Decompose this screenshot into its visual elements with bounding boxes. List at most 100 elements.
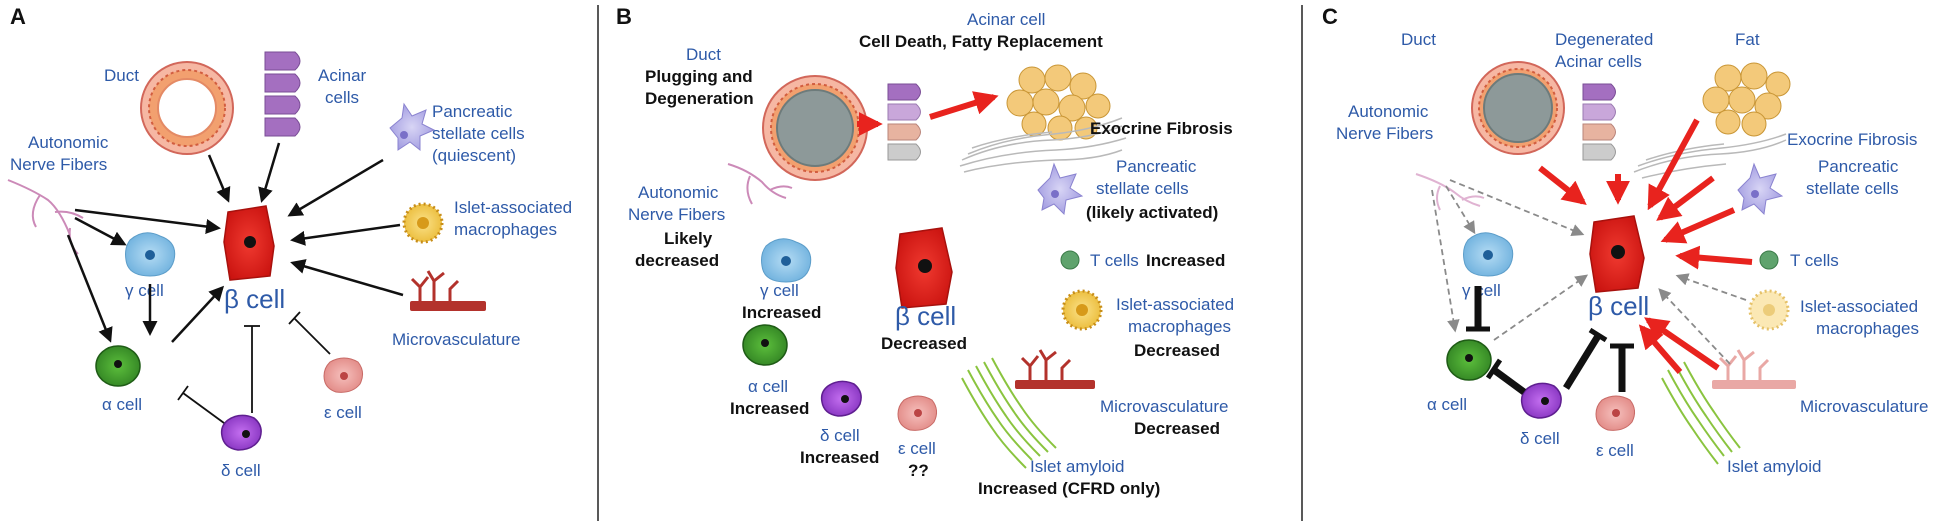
plugged-duct-icon	[762, 75, 868, 181]
duct-label-b: Duct	[686, 45, 721, 64]
microvasculature-status-b: Decreased	[1134, 419, 1220, 438]
macrophage-label-c-1: Islet-associated	[1800, 297, 1918, 316]
duct-icon	[140, 61, 234, 155]
fat-cluster-icon	[1006, 64, 1111, 141]
microvasculature-icon	[410, 270, 486, 311]
tcells-label-b: T cells	[1090, 251, 1139, 270]
amyloid-icon-c	[1661, 361, 1741, 465]
macrophage-label-b-1: Islet-associated	[1116, 295, 1234, 314]
macrophage-icon-c	[1748, 289, 1790, 331]
alpha-status-b: Increased	[730, 399, 809, 418]
epsilon-cell-label: ε cell	[324, 403, 362, 422]
duct-label: Duct	[104, 66, 139, 85]
stellate-cell-icon	[389, 102, 436, 152]
acinar-label-1: Acinar	[318, 66, 367, 85]
alpha-cell-label-b: α cell	[748, 377, 788, 396]
microvasculature-icon-c	[1712, 349, 1796, 389]
stellate-label-2: stellate cells	[432, 124, 525, 143]
macrophage-status-b: Decreased	[1134, 341, 1220, 360]
acinar-label-2: cells	[325, 88, 359, 107]
acinar-label-c-2: Acinar cells	[1555, 52, 1642, 71]
nerve-label-c-1: Autonomic	[1348, 102, 1429, 121]
macrophage-icon-b	[1061, 289, 1103, 331]
acinar-cells-icon	[264, 51, 301, 137]
microvasculature-label-c: Microvasculature	[1800, 397, 1929, 416]
fibrosis-label-c: Exocrine Fibrosis	[1787, 130, 1917, 149]
tcells-label-c: T cells	[1790, 251, 1839, 270]
panel-a-inhibition	[177, 311, 331, 424]
panel-b: B Duct Plugging and Degeneration	[616, 4, 1234, 498]
beta-cell-label-c: β cell	[1588, 291, 1649, 321]
amyloid-label-b: Islet amyloid	[1030, 457, 1124, 476]
nerve-fiber-icon-c	[1415, 173, 1485, 211]
acinar-label-b: Acinar cell	[967, 10, 1045, 29]
epsilon-cell-icon-b	[897, 395, 938, 431]
nerve-label-1: Autonomic	[28, 133, 109, 152]
acinar-label-c-1: Degenerated	[1555, 30, 1653, 49]
stellate-label-b-1: Pancreatic	[1116, 157, 1197, 176]
delta-cell-label-c: δ cell	[1520, 429, 1560, 448]
alpha-cell-label: α cell	[102, 395, 142, 414]
nerve-status-b-1: Likely	[664, 229, 713, 248]
delta-status-b: Increased	[800, 448, 879, 467]
fat-label-c: Fat	[1735, 30, 1760, 49]
epsilon-status-b: ??	[908, 461, 929, 480]
stellate-label-b-2: stellate cells	[1096, 179, 1189, 198]
alpha-cell-icon-b	[742, 324, 788, 366]
nerve-status-b-2: decreased	[635, 251, 719, 270]
nerve-fiber-icon-b	[727, 163, 793, 205]
beta-cell-label-b: β cell	[895, 301, 956, 331]
panel-c-red-arrows	[1538, 118, 1753, 374]
epsilon-cell-icon-c	[1595, 395, 1636, 431]
stellate-label-c-2: stellate cells	[1806, 179, 1899, 198]
fat-cluster-icon-c	[1702, 62, 1791, 137]
macrophage-label-b-2: macrophages	[1128, 317, 1231, 336]
duct-status-1: Plugging and	[645, 67, 753, 86]
epsilon-cell-icon	[323, 357, 364, 393]
gamma-cell-label: γ cell	[125, 281, 164, 300]
macrophage-label-1: Islet-associated	[454, 198, 572, 217]
gamma-cell-label-b: γ cell	[760, 281, 799, 300]
beta-cell-icon	[223, 205, 275, 281]
tcells-status-b: Increased	[1146, 251, 1225, 270]
beta-status-b: Decreased	[881, 334, 967, 353]
nerve-fiber-icon	[7, 179, 84, 255]
delta-cell-label-b: δ cell	[820, 426, 860, 445]
beta-cell-icon-b	[895, 227, 953, 309]
nerve-label-c-2: Nerve Fibers	[1336, 124, 1433, 143]
gamma-cell-icon-c	[1463, 232, 1514, 277]
epsilon-cell-label-b: ε cell	[898, 439, 936, 458]
delta-cell-icon-c	[1520, 382, 1562, 419]
nerve-label-2: Nerve Fibers	[10, 155, 107, 174]
beta-cell-icon-c	[1589, 215, 1645, 293]
tcell-icon-b	[1060, 250, 1080, 270]
nerve-label-b-1: Autonomic	[638, 183, 719, 202]
delta-cell-label: δ cell	[221, 461, 261, 480]
gamma-cell-icon	[125, 232, 176, 277]
fibrosis-label-b: Exocrine Fibrosis	[1090, 119, 1233, 138]
delta-cell-icon-b	[820, 380, 862, 417]
gamma-cell-icon-b	[761, 238, 812, 283]
delta-cell-icon	[220, 414, 262, 451]
microvasculature-label-b: Microvasculature	[1100, 397, 1229, 416]
amyloid-label-c: Islet amyloid	[1727, 457, 1821, 476]
panel-a-letter: A	[10, 4, 26, 29]
stellate-label-3: (quiescent)	[432, 146, 516, 165]
degenerating-acinar-icon	[887, 83, 921, 161]
acinar-to-fat-arrow	[929, 91, 999, 120]
panel-c: C Duct Degenerated Acinar cells Fat	[1322, 4, 1929, 476]
panel-c-inhibition	[1466, 286, 1634, 395]
amyloid-status-b: Increased (CFRD only)	[978, 479, 1160, 498]
stellate-label-1: Pancreatic	[432, 102, 513, 121]
tcell-icon-c	[1759, 250, 1779, 270]
gamma-status-b: Increased	[742, 303, 821, 322]
fibrosis-icon	[959, 117, 1127, 173]
macrophage-icon	[402, 202, 444, 244]
macrophage-label-2: macrophages	[454, 220, 557, 239]
stellate-status-b: (likely activated)	[1086, 203, 1218, 222]
stellate-label-c-1: Pancreatic	[1818, 157, 1899, 176]
panel-c-letter: C	[1322, 4, 1338, 29]
alpha-cell-icon	[95, 345, 141, 387]
epsilon-cell-label-c: ε cell	[1596, 441, 1634, 460]
